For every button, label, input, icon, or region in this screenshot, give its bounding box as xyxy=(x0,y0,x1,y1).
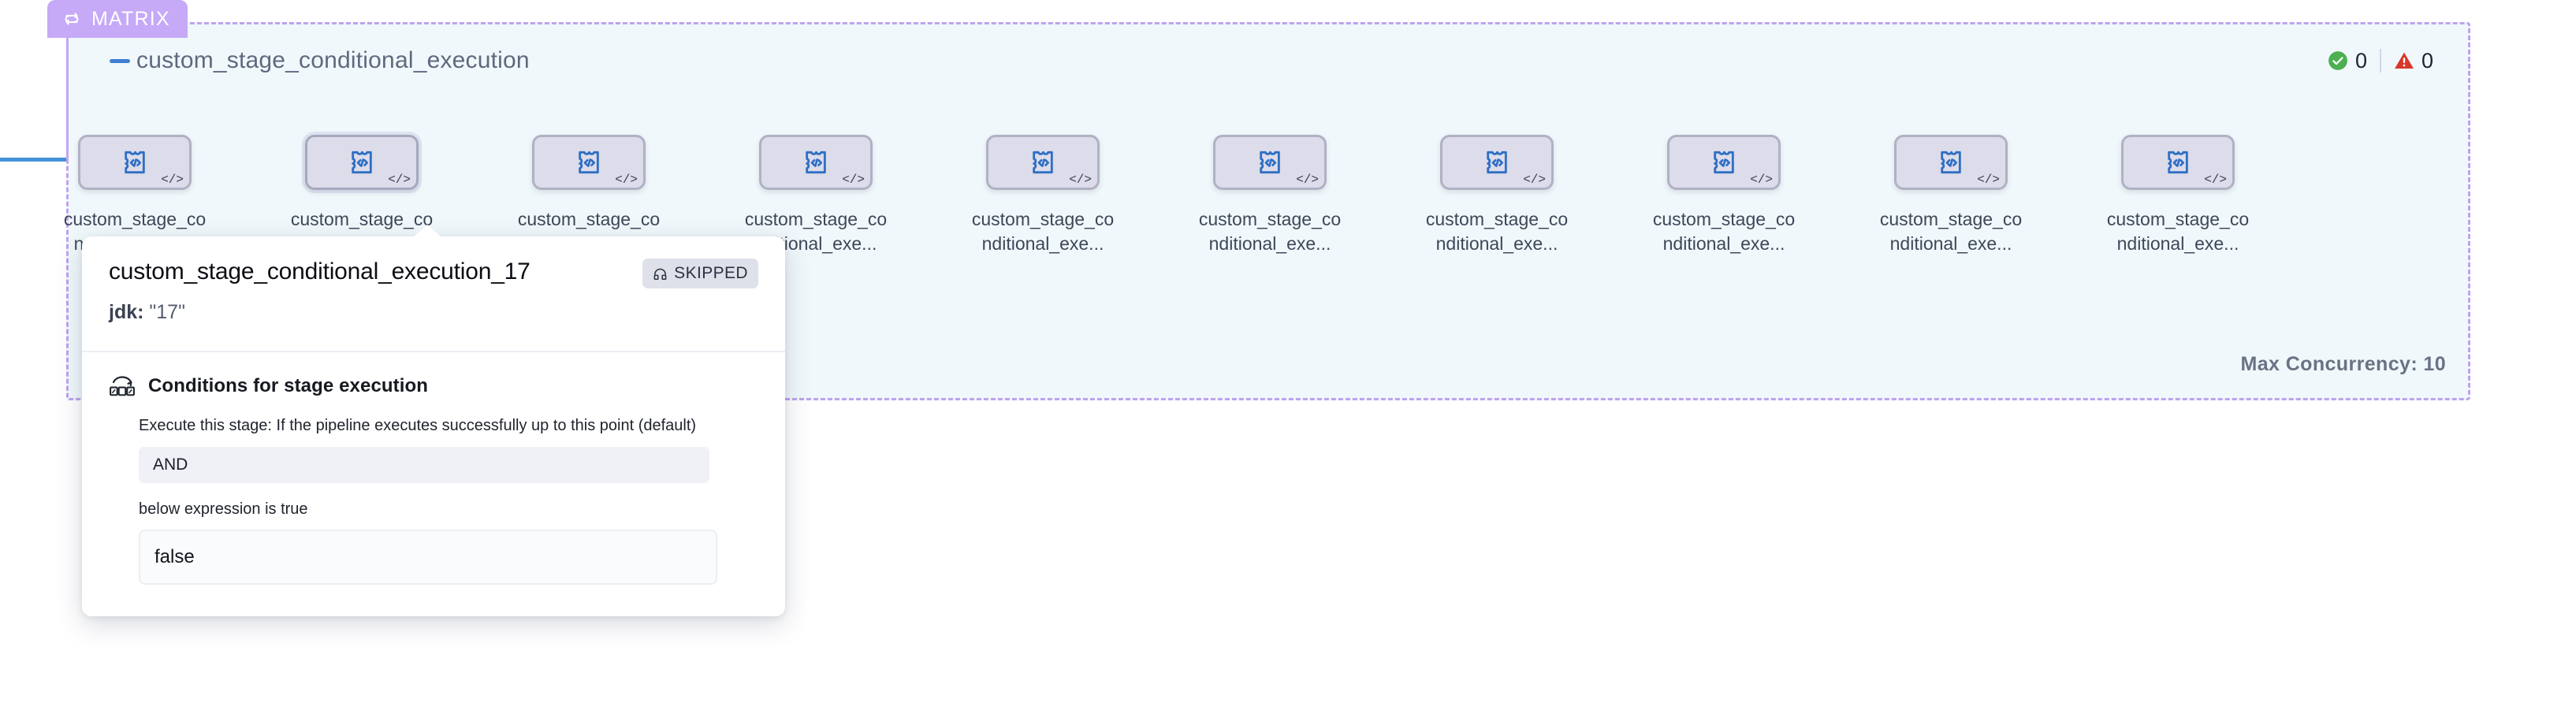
matrix-node-row: </> custom_stage_conditional_exe... </> cus… xyxy=(64,135,2468,316)
code-plugin-icon xyxy=(346,147,378,178)
stage-node-label: custom_stage_conditional_exe... xyxy=(2106,209,2250,254)
matrix-node: </> custom_stage_conditional_exe... xyxy=(1195,135,1345,255)
conditions-operator-field: AND xyxy=(139,447,709,483)
matrix-axis-value: jdk: "17" xyxy=(109,301,758,324)
status-badge-label: SKIPPED xyxy=(674,264,748,282)
error-count: 0 xyxy=(2421,48,2433,73)
stage-node-button[interactable]: </> xyxy=(1440,135,1554,190)
code-tag-icon: </> xyxy=(1069,173,1092,187)
code-plugin-icon xyxy=(119,147,151,178)
code-plugin-icon xyxy=(573,147,605,178)
code-tag-icon: </> xyxy=(1977,173,2000,187)
code-plugin-icon xyxy=(1935,147,1967,178)
code-tag-icon: </> xyxy=(1296,173,1319,187)
stage-node-label: custom_stage_conditional_exe... xyxy=(1198,209,1342,254)
code-plugin-icon xyxy=(1027,147,1059,178)
success-count-group: 0 xyxy=(2328,49,2367,73)
matrix-node: </> custom_stage_conditional_exe... xyxy=(2103,135,2253,255)
stage-node-button[interactable]: </> xyxy=(986,135,1100,190)
code-plugin-icon xyxy=(1254,147,1286,178)
matrix-node: </> custom_stage_conditional_exe... xyxy=(741,135,891,255)
stage-node-label: custom_stage_conditional_exe... xyxy=(744,209,888,254)
collapse-toggle-button[interactable] xyxy=(110,58,136,63)
popover-header: custom_stage_conditional_execution_17 SK… xyxy=(82,236,785,351)
conditions-heading: Conditions for stage execution xyxy=(148,375,429,396)
conditions-description-secondary: below expression is true xyxy=(139,500,308,518)
stage-node-button[interactable]: </> xyxy=(1213,135,1327,190)
matrix-badge[interactable]: MATRIX xyxy=(47,0,188,38)
stage-detail-popover: custom_stage_conditional_execution_17 SK… xyxy=(82,225,785,616)
stage-node-button[interactable]: </> xyxy=(2121,135,2235,190)
code-tag-icon: </> xyxy=(1523,173,1546,187)
code-plugin-icon xyxy=(2162,147,2194,178)
status-badge: SKIPPED xyxy=(642,258,758,288)
stage-node-button[interactable]: </> xyxy=(1667,135,1781,190)
stage-node-button[interactable]: </> xyxy=(759,135,873,190)
code-tag-icon: </> xyxy=(1750,173,1773,187)
matrix-node: </> custom_stage_conditional_exe... xyxy=(1422,135,1572,255)
loop-icon xyxy=(61,9,82,29)
stage-header: custom_stage_conditional_execution 0 xyxy=(110,42,2444,80)
minus-icon xyxy=(110,58,130,63)
stage-node-button[interactable]: </> xyxy=(1894,135,2008,190)
status-counts: 0 0 xyxy=(2328,49,2444,73)
stage-node-label: custom_stage_conditional_exe... xyxy=(1879,209,2023,254)
conditions-description: Execute this stage: If the pipeline exec… xyxy=(139,417,697,434)
stage-node-button[interactable]: </> xyxy=(532,135,646,190)
matrix-entry-bar xyxy=(66,24,69,162)
code-tag-icon: </> xyxy=(161,173,184,187)
matrix-axis-key: jdk: xyxy=(109,301,144,323)
matrix-node: </> custom_stage_conditional_exe... xyxy=(968,135,1118,255)
stage-node-button[interactable]: </> xyxy=(78,135,192,190)
popover-conditions-section: Conditions for stage execution Execute t… xyxy=(82,352,785,616)
stage-node-label: custom_stage_conditional_exe... xyxy=(1652,209,1796,254)
code-tag-icon: </> xyxy=(615,173,638,187)
popover-arrow xyxy=(413,225,441,237)
warning-triangle-icon xyxy=(2394,50,2414,71)
conditions-expression-field: false xyxy=(139,530,717,585)
stage-node-label: custom_stage_conditional_exe... xyxy=(1425,209,1569,254)
matrix-node: </> custom_stage_conditional_exe... xyxy=(1876,135,2026,255)
stage-node-label: custom_stage_conditional_exe... xyxy=(971,209,1115,254)
success-count: 0 xyxy=(2355,48,2367,73)
code-tag-icon: </> xyxy=(2204,173,2227,187)
code-tag-icon: </> xyxy=(842,173,865,187)
check-circle-icon xyxy=(2328,50,2348,71)
popover-divider xyxy=(82,351,785,352)
stage-title: custom_stage_conditional_execution xyxy=(136,47,530,73)
stage-node-button[interactable]: </> xyxy=(305,135,419,190)
conditional-flow-icon xyxy=(109,373,136,400)
error-count-group: 0 xyxy=(2394,49,2433,73)
count-divider xyxy=(2379,49,2381,73)
max-concurrency-label: Max Concurrency: 10 xyxy=(2240,353,2446,375)
popover-title: custom_stage_conditional_execution_17 xyxy=(109,258,530,284)
matrix-node: </> custom_stage_conditional_exe... xyxy=(1649,135,1799,255)
matrix-badge-label: MATRIX xyxy=(91,7,170,30)
code-plugin-icon xyxy=(1481,147,1513,178)
code-tag-icon: </> xyxy=(388,173,411,187)
code-plugin-icon xyxy=(1708,147,1740,178)
matrix-axis-val: "17" xyxy=(149,301,185,323)
code-plugin-icon xyxy=(800,147,832,178)
skipped-icon xyxy=(653,266,668,281)
incoming-edge-connector xyxy=(0,158,69,162)
